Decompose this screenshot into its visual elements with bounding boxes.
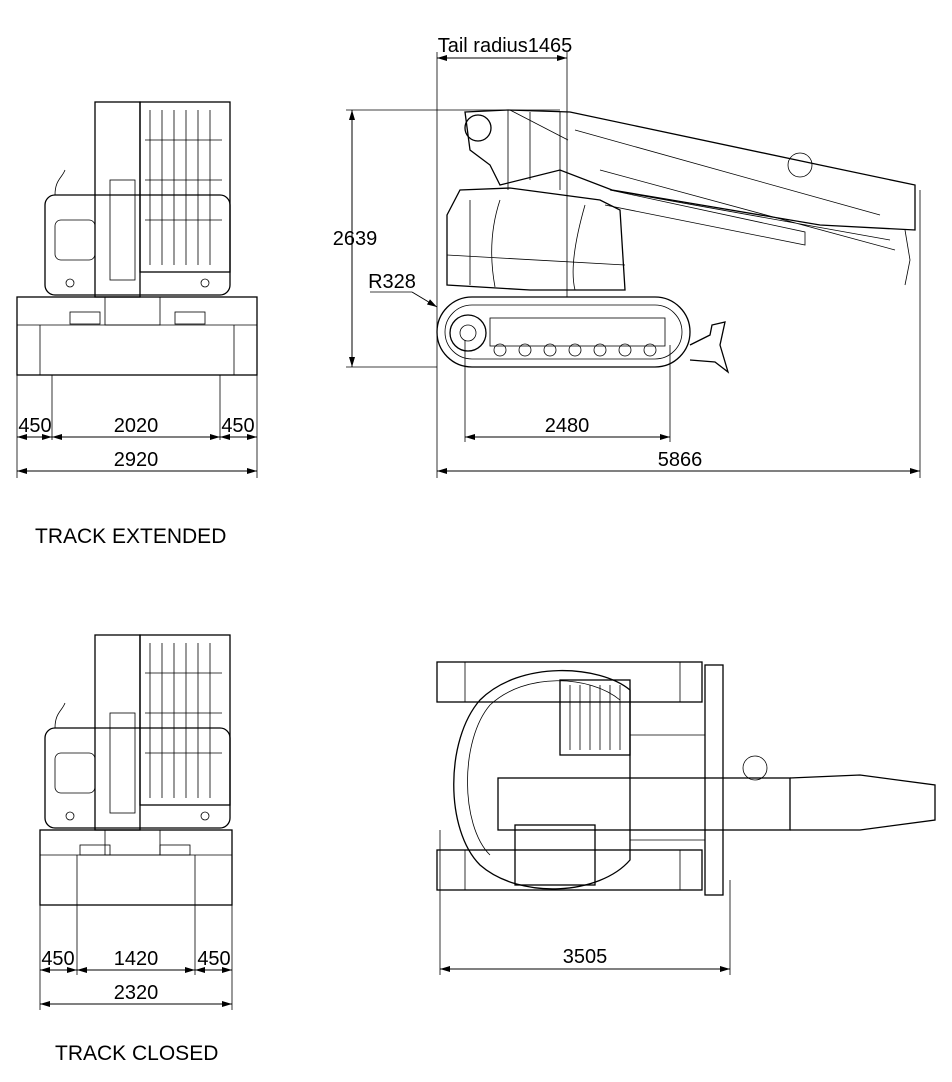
- dim-overall-width: 2920: [114, 449, 159, 471]
- dimension-lines: [346, 52, 921, 478]
- dimension-lines: [439, 830, 731, 975]
- dim-right-track: 450: [221, 415, 254, 437]
- caption-track-closed: TRACK CLOSED: [55, 1042, 218, 1065]
- machine-side-body: [446, 109, 916, 291]
- dim-sprocket-radius: R328: [368, 271, 416, 293]
- dim-overall-length: 5866: [658, 449, 703, 471]
- front-view-closed: 450 1420 450 2320 TRACK CLOSED: [39, 634, 233, 1065]
- crawler-track: [436, 296, 730, 374]
- track-bottom: [436, 849, 703, 891]
- boom-tip: [789, 774, 936, 831]
- engine-grille: [559, 679, 631, 756]
- dim-left-track: 450: [18, 415, 51, 437]
- dim-overall-width: 2320: [114, 982, 159, 1004]
- dim-tail-radius: Tail radius1465: [438, 35, 573, 57]
- machine-front-body: [44, 101, 231, 326]
- front-view-extended: 450 2020 450 2920 TRACK EXTENDED: [16, 101, 258, 548]
- dim-inner-width: 2020: [114, 415, 159, 437]
- track-frame: [39, 829, 233, 906]
- side-view: Tail radius1465 2639 R328 2480 5866: [333, 35, 921, 478]
- dim-right-track: 450: [197, 948, 230, 970]
- dim-track-length: 2480: [545, 415, 590, 437]
- boom: [497, 777, 791, 831]
- top-view: 3505: [436, 661, 936, 975]
- dim-top-length: 3505: [563, 946, 608, 968]
- upper-structure: [453, 669, 631, 890]
- dim-left-track: 450: [41, 948, 74, 970]
- caption-track-extended: TRACK EXTENDED: [35, 525, 226, 548]
- track-top: [436, 661, 703, 703]
- dim-height: 2639: [333, 228, 378, 250]
- blade: [704, 664, 724, 896]
- machine-front-body: [44, 634, 231, 856]
- dimension-lines: [16, 375, 258, 478]
- cab: [514, 824, 596, 886]
- dim-inner-width: 1420: [114, 948, 159, 970]
- track-frame: [16, 296, 258, 376]
- dimension-lines: [39, 905, 233, 1010]
